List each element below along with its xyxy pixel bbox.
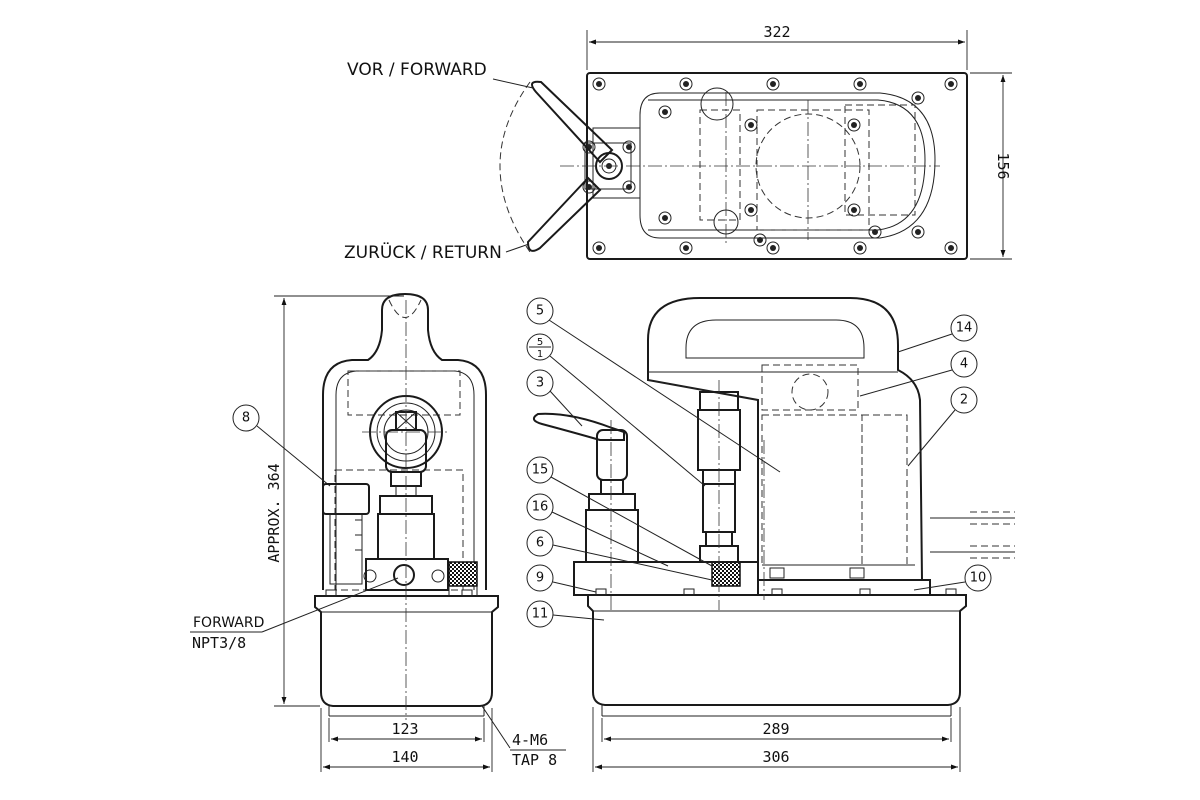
dim-top-depth: 156	[994, 152, 1012, 179]
front-housing	[322, 292, 487, 590]
dim-side-inner: 289	[762, 720, 789, 738]
top-reservoir-outline	[639, 92, 936, 239]
side-housing	[647, 297, 924, 581]
callout-6-text: 6	[536, 536, 544, 551]
callout-15-text: 15	[532, 463, 549, 478]
callout-11-text: 11	[532, 607, 549, 622]
label-tap-depth: TAP 8	[512, 751, 557, 769]
top-lever-return	[526, 176, 602, 252]
label-forward-lever: VOR / FORWARD	[347, 60, 487, 80]
callout-5-text: 5	[536, 304, 544, 319]
top-lever-forward	[531, 80, 614, 164]
callout-3-text: 3	[536, 376, 544, 391]
dim-height: APPROX. 364	[265, 463, 283, 562]
callout-14	[950, 314, 978, 342]
label-port-thread: NPT3/8	[192, 634, 246, 652]
front-view: APPROX. 364 123 140 FORWARD NPT3/8 4-M6 …	[190, 292, 566, 772]
top-lever-bracket	[592, 127, 641, 199]
callout-10-text: 10	[970, 571, 987, 586]
dim-front-outer: 140	[391, 748, 418, 766]
callout-5-1-bottom-text: 1	[537, 349, 543, 360]
callout-15	[526, 456, 554, 484]
callout-16-text: 16	[532, 500, 549, 515]
dim-top-width: 322	[763, 23, 790, 41]
callout-8	[232, 404, 260, 432]
callout-8-text: 8	[242, 411, 250, 426]
callout-3	[526, 369, 554, 397]
dim-front-inner: 123	[391, 720, 418, 738]
callout-6	[526, 529, 554, 557]
callout-4	[950, 350, 978, 378]
callout-5-1-top-text: 5	[537, 337, 543, 348]
side-reservoir	[587, 594, 967, 706]
top-view: 322 156 VOR / FORWARD ZURÜCK / RETURN	[344, 23, 1012, 263]
label-tap-size: 4-M6	[512, 731, 548, 749]
side-view: 289 306 5 5 1 3 15 16 6 9 11 14	[526, 297, 1015, 772]
callout-14-text: 14	[956, 321, 973, 336]
callout-11	[526, 600, 554, 628]
callout-10	[964, 564, 992, 592]
callout-2-text: 2	[960, 393, 968, 408]
callout-5-1	[526, 333, 554, 361]
front-reservoir	[314, 595, 499, 707]
label-return-lever: ZURÜCK / RETURN	[344, 241, 502, 263]
callout-9	[526, 564, 554, 592]
label-forward-port: FORWARD	[193, 615, 264, 631]
dim-side-outer: 306	[762, 748, 789, 766]
callout-9-text: 9	[536, 571, 544, 586]
top-lever-arc	[499, 81, 531, 253]
callout-5	[526, 297, 554, 325]
front-valve-block	[365, 558, 449, 591]
callout-16	[526, 493, 554, 521]
callout-4-text: 4	[960, 357, 968, 372]
callout-2	[950, 386, 978, 414]
